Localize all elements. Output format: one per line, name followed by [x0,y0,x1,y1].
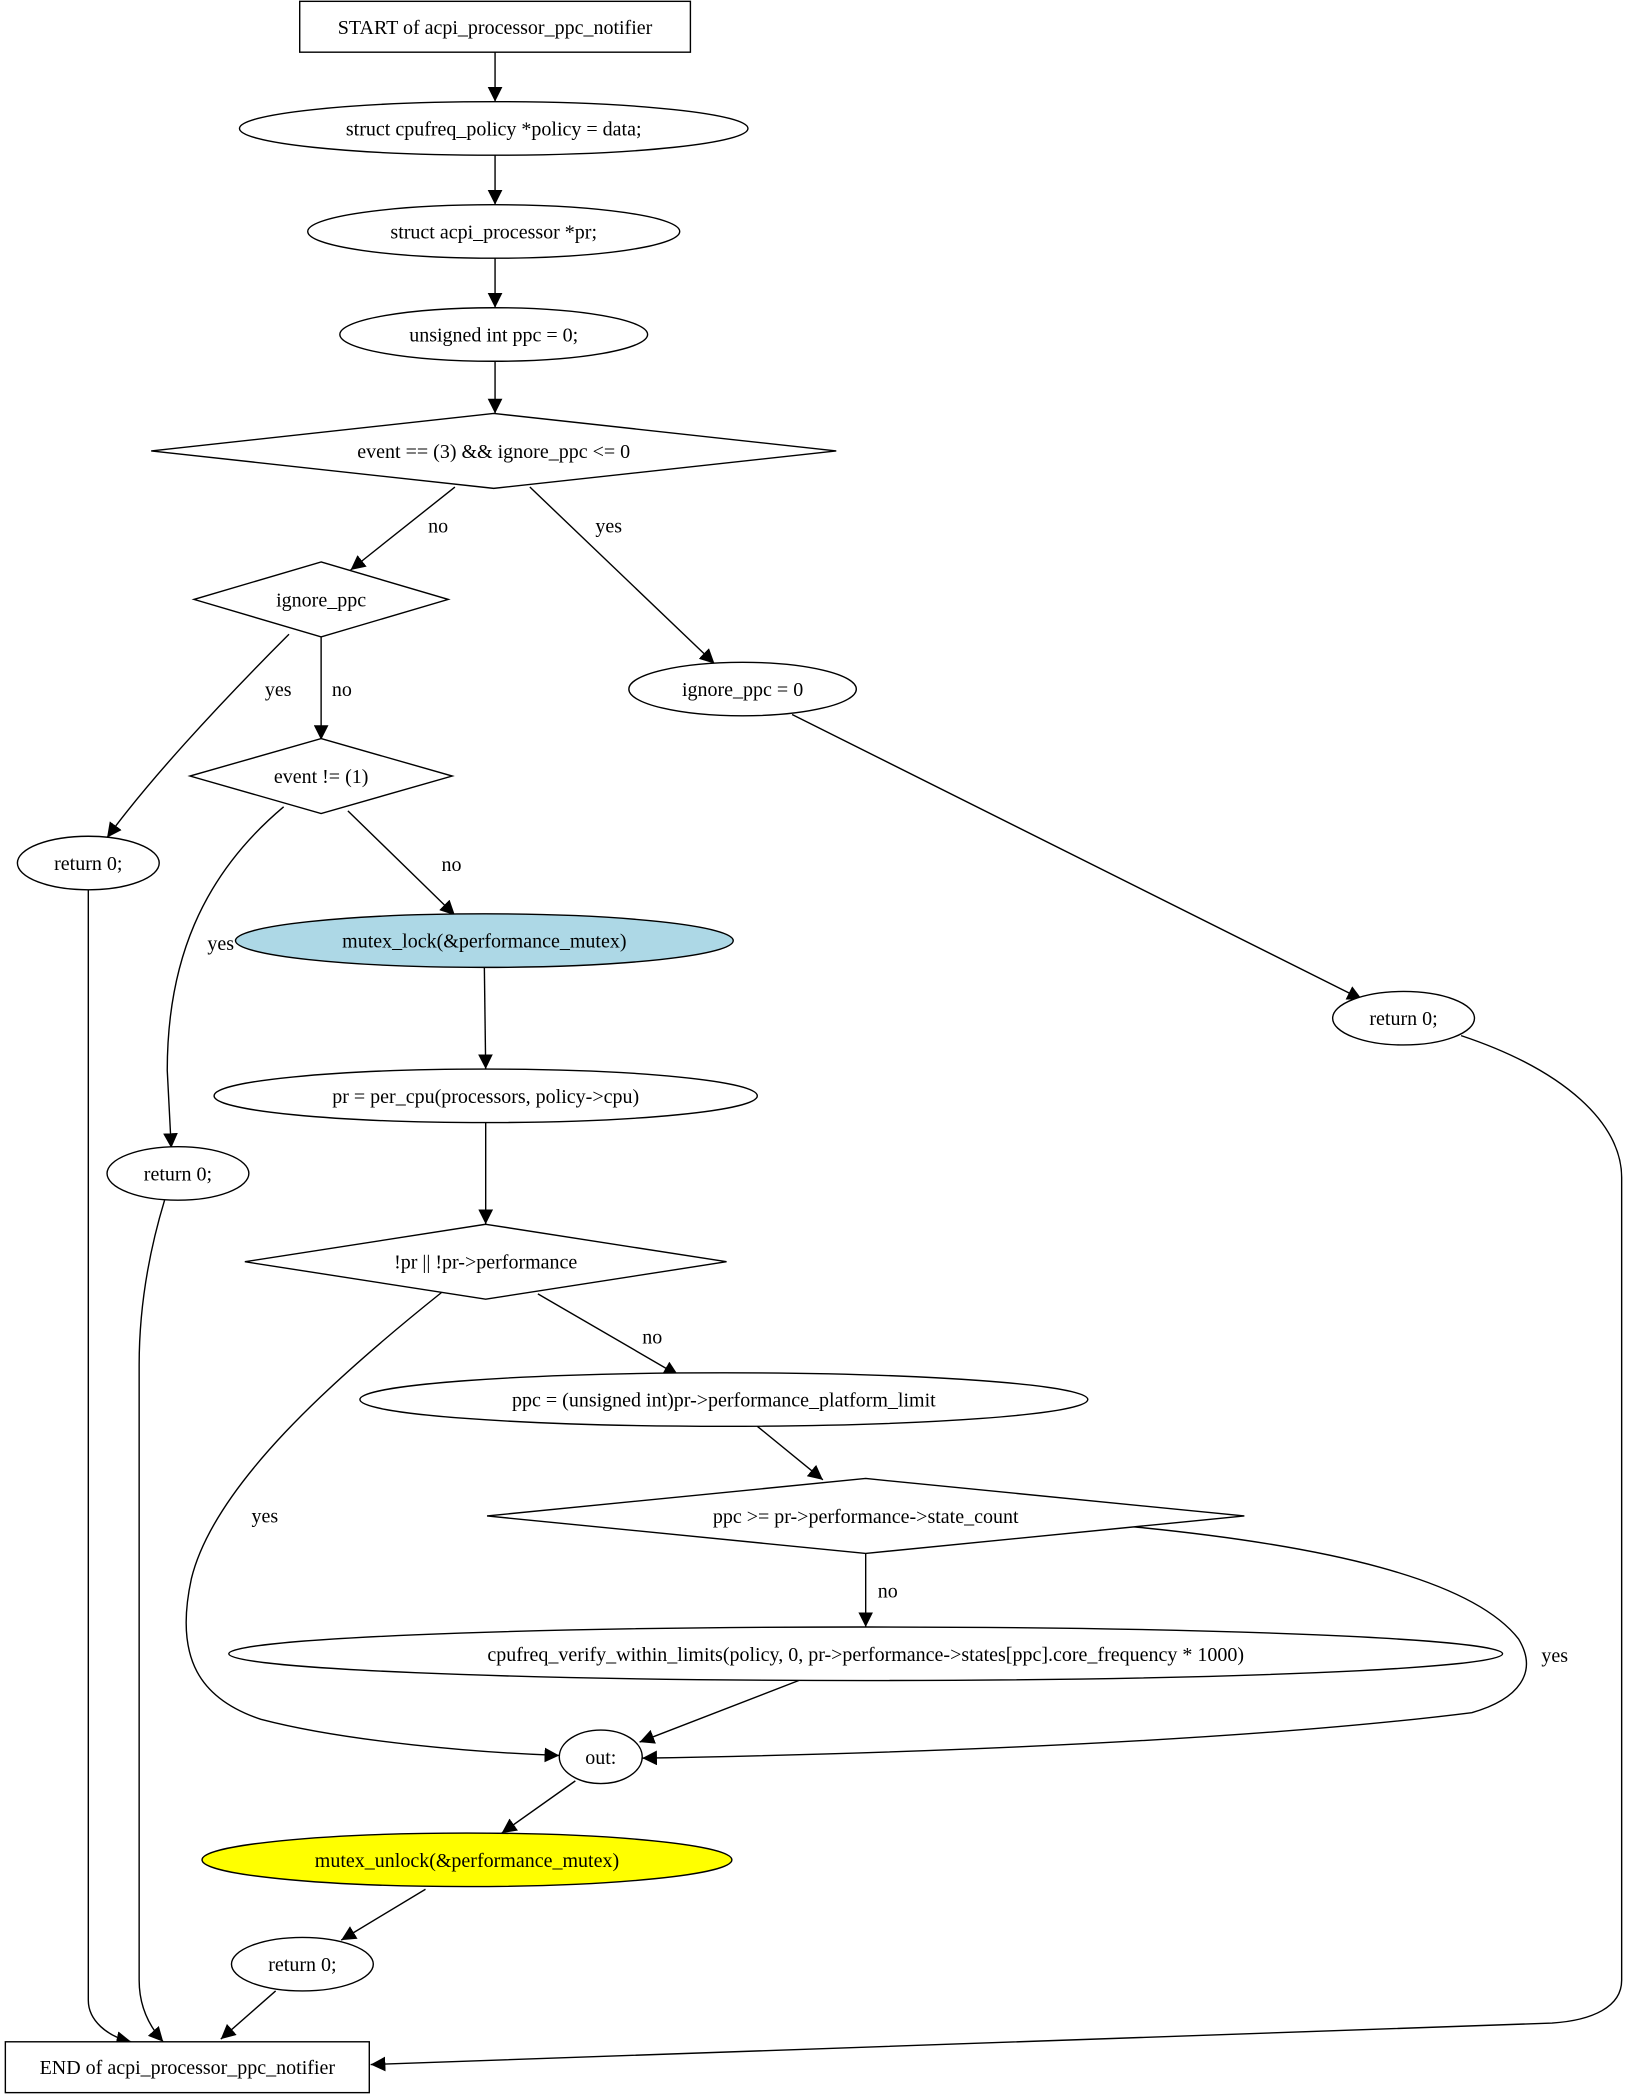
edge-label-d3-to-lock: no [442,854,462,876]
edge-label-d2-to-r1: yes [265,679,292,701]
node-n6-ellipse [359,1372,1089,1428]
node-r1-label: return 0; [54,853,122,875]
node-n1-label: struct cpufreq_policy *policy = data; [346,118,642,140]
node-d3-label: event != (1) [274,766,369,788]
edge-lock-to-n5 [478,967,493,1069]
nodes-layer: START of acpi_processor_ppc_notifierstru… [4,0,1504,2094]
edge-label-d4-to-n6: no [642,1326,662,1348]
edge-r4-to-end [221,1991,276,2039]
node-d1-diamond [151,412,837,490]
node-n5-label: pr = per_cpu(processors, policy->cpu) [332,1086,639,1108]
node-d2-diamond [191,561,451,638]
edge-label-d5-to-out: yes [1541,1645,1568,1667]
edge-out-to-unlock [502,1781,576,1833]
node-n3-label: unsigned int ppc = 0; [409,325,578,347]
edge-r2-to-end [139,1200,164,2042]
node-r3-label: return 0; [1369,1008,1437,1030]
edge-n4-to-r3 [792,714,1362,999]
node-r4-ellipse [230,1936,375,1992]
node-r4-label: return 0; [268,1954,336,1976]
edge-d2-to-r1 [107,634,289,837]
node-r3-ellipse [1331,990,1476,1046]
node-unlock-label: mutex_unlock(&performance_mutex) [315,1850,619,1872]
edge-label-d1-to-n4: yes [595,516,622,538]
edge-unlock-to-r4 [341,1889,425,1940]
node-n3-ellipse [339,307,649,362]
node-d5-label: ppc >= pr->performance->state_count [713,1506,1019,1528]
node-lock-label: mutex_lock(&performance_mutex) [342,931,626,953]
node-n4-ellipse [628,661,858,717]
node-d3-diamond [187,737,455,815]
node-d4-label: !pr || !pr->performance [394,1252,577,1274]
edge-label-d1-to-d2: no [428,516,448,538]
node-r2-ellipse [106,1145,250,1201]
edge-label-d3-to-r2: yes [207,933,234,955]
edge-d3-to-lock [348,811,455,915]
node-out-label: out: [585,1747,616,1769]
edge-n6-to-d5 [757,1426,823,1480]
edge-n7-to-out [640,1681,799,1744]
edge-d1-to-d2 [351,487,455,570]
edge-d4-to-n6 [538,1294,678,1376]
node-r1-ellipse [16,835,160,891]
node-d4-diamond [244,1223,727,1300]
node-n2-label: struct acpi_processor *pr; [390,221,597,243]
node-n4-label: ignore_ppc = 0 [682,679,803,701]
node-r2-label: return 0; [144,1163,212,1185]
node-d2-label: ignore_ppc [276,589,366,611]
node-out-ellipse [558,1729,643,1785]
edge-d3-to-r2 [163,807,283,1148]
node-n7-ellipse [228,1626,1504,1682]
edge-r3-to-end [371,1036,1622,2072]
edge-d1-to-n4 [530,487,715,664]
node-end-label: END of acpi_processor_ppc_notifier [40,2057,336,2079]
node-n1-ellipse [238,100,749,156]
edge-label-d4-to-out: yes [252,1506,279,1528]
node-n5-ellipse [213,1068,759,1124]
edge-r1-to-end [88,890,131,2046]
node-d1-label: event == (3) && ignore_ppc <= 0 [357,441,630,463]
edge-label-d2-to-d3: no [332,679,352,701]
edge-d4-to-out [186,1293,559,1763]
node-end-box [4,2041,370,2094]
edge-label-d5-to-n7: no [878,1581,898,1603]
node-n7-label: cpufreq_verify_within_limits(policy, 0, … [487,1644,1244,1666]
node-lock-ellipse [234,913,734,969]
node-n6-label: ppc = (unsigned int)pr->performance_plat… [512,1390,936,1412]
node-n2-ellipse [307,204,681,259]
node-d5-diamond [486,1477,1245,1555]
edge-d5-to-out [642,1527,1526,1766]
node-unlock-ellipse [201,1832,733,1888]
edges-layer: no yes yes no no yes no yes no yes [88,52,1622,2072]
node-start-box [299,0,692,53]
node-start-label: START of acpi_processor_ppc_notifier [338,17,653,39]
